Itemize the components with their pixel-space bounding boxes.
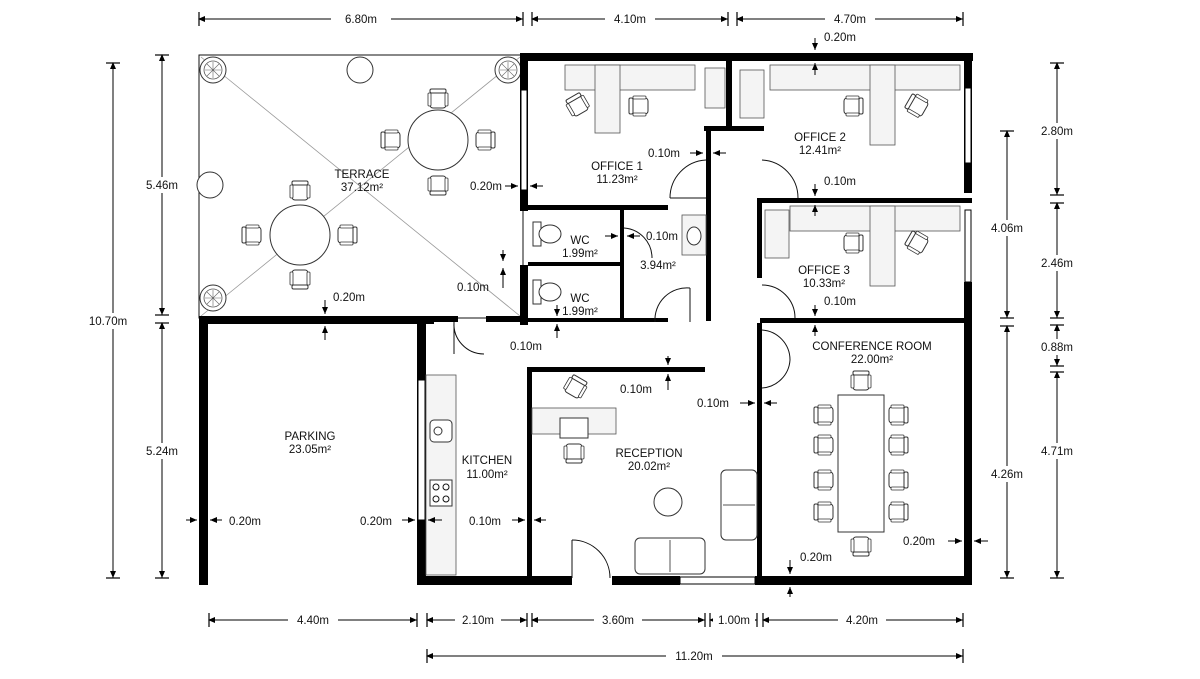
kitchen-counter-icon <box>425 374 457 576</box>
reception-name: RECEPTION <box>615 448 682 460</box>
wall-office1-corridor: 0.10m <box>648 148 680 160</box>
walls <box>199 53 973 585</box>
dim-bottom-total: 11.20m <box>675 651 713 663</box>
wall-office3-bottom: 0.10m <box>824 296 856 308</box>
office2-area: 12.41m² <box>799 145 841 157</box>
dim-top-terrace: 6.80m <box>345 14 377 26</box>
dim-bottom-parking: 4.40m <box>297 615 329 627</box>
parking-name: PARKING <box>285 431 336 443</box>
wall-callouts <box>186 38 988 597</box>
dim-bottom-kitchen: 2.10m <box>462 615 494 627</box>
dim-left-total: 10.70m <box>89 316 127 328</box>
wall-wc-hall: 0.10m <box>646 231 678 243</box>
office-desk-icon <box>563 64 961 287</box>
office2-name: OFFICE 2 <box>794 132 846 144</box>
wall-wc-bottom: 0.10m <box>510 341 542 353</box>
hall-area: 3.94m² <box>640 260 676 272</box>
wall-conference-right: 0.20m <box>903 536 935 548</box>
dim-left-bottom: 5.24m <box>146 446 178 458</box>
office1-area: 11.23m² <box>596 174 638 186</box>
dim-right-gap: 0.88m <box>1041 342 1073 354</box>
dim-right-conference: 4.71m <box>1041 446 1073 458</box>
terrace-name: TERRACE <box>335 169 390 181</box>
kitchen-area: 11.00m² <box>466 469 508 481</box>
bottom-dimension <box>208 613 964 663</box>
dim-left-top: 5.46m <box>146 180 178 192</box>
wall-reception-conference: 0.10m <box>697 398 729 410</box>
wall-office2-top: 0.20m <box>824 32 856 44</box>
dim-bottom-door: 1.00m <box>718 615 750 627</box>
wc1-area: 1.99m² <box>562 248 598 260</box>
dim-top-office1: 4.10m <box>614 14 646 26</box>
dim-right-inner-top: 4.06m <box>991 223 1023 235</box>
conference-name: CONFERENCE ROOM <box>812 341 931 353</box>
dim-right-inner-bottom: 4.26m <box>991 469 1023 481</box>
dim-right-office2: 2.80m <box>1041 126 1073 138</box>
conference-area: 22.00m² <box>851 354 893 366</box>
kitchen-name: KITCHEN <box>462 455 512 467</box>
terrace-area-label: 37.12m² <box>341 182 383 194</box>
dim-top-office2: 4.70m <box>834 14 866 26</box>
office1-name: OFFICE 1 <box>591 161 643 173</box>
wall-reception-top: 0.10m <box>620 384 652 396</box>
left-dimension <box>80 54 186 579</box>
wall-terrace-parking: 0.20m <box>333 292 365 304</box>
wc2-name: WC <box>570 293 589 305</box>
office3-area: 10.33m² <box>803 278 845 290</box>
wall-conference-bottom: 0.20m <box>800 552 832 564</box>
terrace-table-icon <box>241 88 496 290</box>
top-dimension <box>198 12 964 26</box>
wall-parking-left: 0.20m <box>229 516 261 528</box>
doors <box>453 159 799 579</box>
reception-area: 20.02m² <box>628 461 670 473</box>
terrace-plant-icon <box>196 56 522 312</box>
toilet-icon <box>532 214 707 305</box>
dim-right-office3: 2.46m <box>1041 258 1073 270</box>
parking-area: 23.05m² <box>289 444 331 456</box>
conference-table-icon <box>813 370 909 557</box>
right-dimension <box>983 62 1081 579</box>
wall-terrace-wc: 0.10m <box>457 282 489 294</box>
wall-office2-bottom: 0.10m <box>824 176 856 188</box>
wall-parking-kitchen: 0.20m <box>360 516 392 528</box>
wc1-name: WC <box>570 235 589 247</box>
wall-kitchen-reception: 0.10m <box>469 516 501 528</box>
wall-terrace-office1: 0.20m <box>470 181 502 193</box>
office3-name: OFFICE 3 <box>798 265 850 277</box>
dim-bottom-conference: 4.20m <box>846 615 878 627</box>
wc2-area: 1.99m² <box>562 306 598 318</box>
reception-furniture-icon <box>531 372 758 575</box>
dim-bottom-reception: 3.60m <box>602 615 634 627</box>
